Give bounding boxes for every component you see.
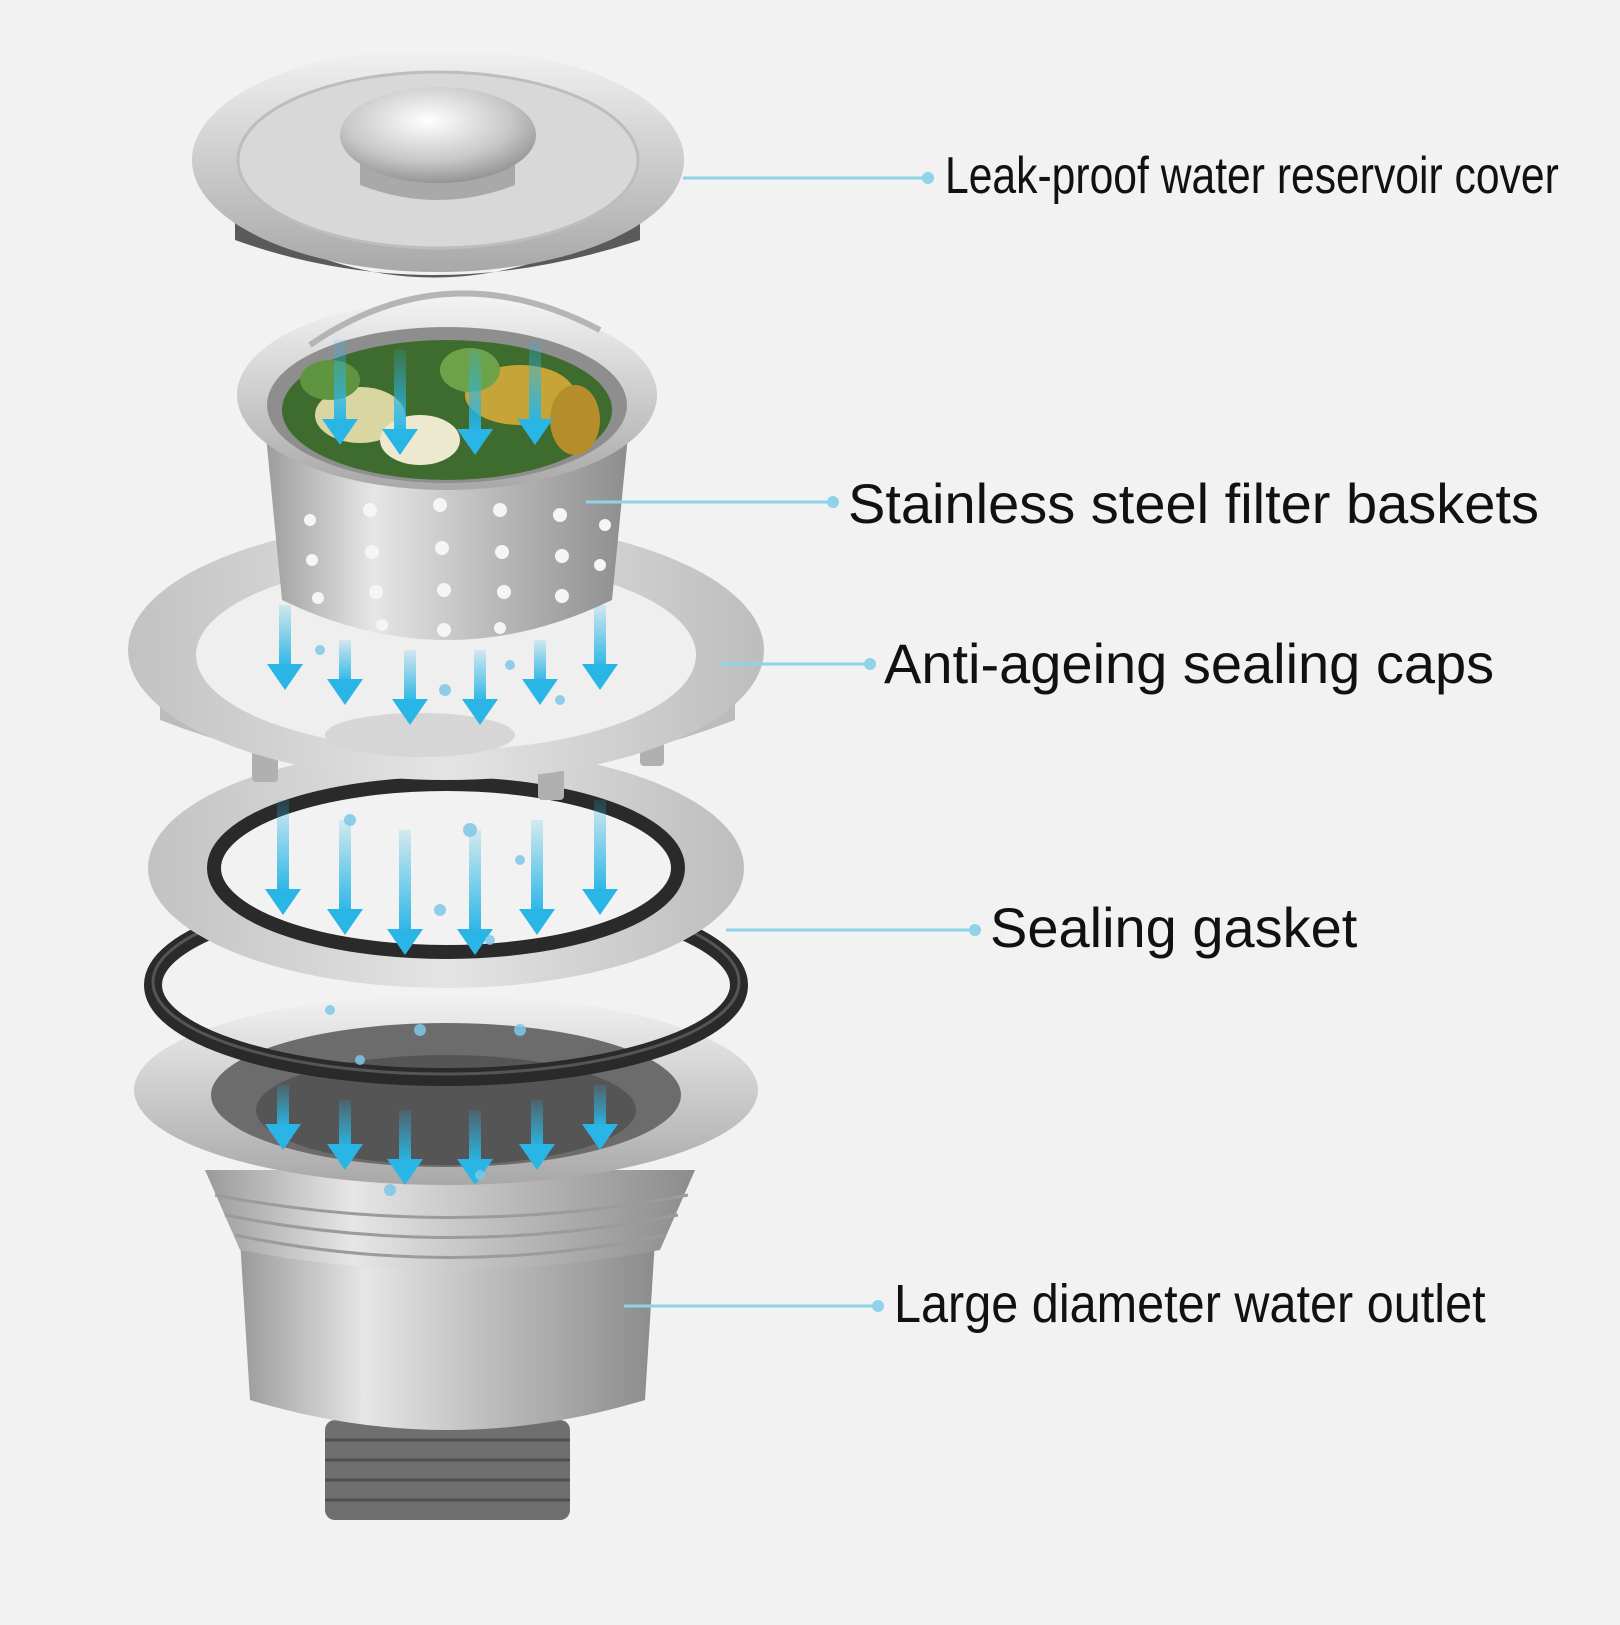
water-flow-arrow-icon	[265, 800, 301, 915]
water-flow-arrows	[265, 340, 618, 1185]
outlet-body	[240, 1240, 655, 1430]
label-gasket: Sealing gasket	[990, 896, 1358, 959]
water-flow-arrow-icon	[582, 800, 618, 915]
callout-dot-icon	[922, 172, 934, 184]
water-flow-arrow-icon	[457, 1110, 493, 1185]
water-flow-arrow-icon	[582, 1085, 618, 1150]
reservoir-cover	[192, 48, 684, 278]
label-outlet: Large diameter water outlet	[894, 1274, 1486, 1334]
water-flow-arrow-icon	[462, 650, 498, 725]
plastic-ring	[148, 748, 744, 988]
food-scraps	[282, 340, 612, 480]
cover-knob	[340, 87, 536, 183]
filter-basket	[237, 290, 657, 640]
water-flow-arrow-icon	[382, 350, 418, 455]
water-flow-arrow-icon	[387, 1110, 423, 1185]
water-flow-arrow-icon	[322, 340, 358, 445]
water-flow-arrow-icon	[582, 605, 618, 690]
label-cap: Anti-ageing sealing caps	[884, 632, 1495, 695]
basket-holes	[304, 498, 611, 637]
basket-handle	[308, 290, 602, 348]
water-flow-arrow-icon	[519, 1100, 555, 1170]
outlet-thread	[325, 1420, 570, 1520]
label-basket: Stainless steel filter baskets	[848, 472, 1539, 535]
outlet-upper-body	[205, 1170, 695, 1270]
callout-dot-icon	[827, 496, 839, 508]
water-flow-arrow-icon	[327, 1100, 363, 1170]
water-flow-arrow-icon	[522, 640, 558, 705]
water-flow-arrow-icon	[327, 820, 363, 935]
label-cover: Leak-proof water reservoir cover	[945, 147, 1559, 205]
water-flow-arrow-icon	[517, 340, 553, 445]
water-flow-arrow-icon	[267, 605, 303, 690]
water-flow-arrow-icon	[519, 820, 555, 935]
outlet-thread-lines	[325, 1438, 570, 1502]
callout-dot-icon	[864, 658, 876, 670]
water-droplets	[315, 645, 565, 1196]
leader-lines	[586, 172, 981, 1312]
water-flow-arrow-icon	[387, 830, 423, 955]
water-flow-arrow-icon	[457, 350, 493, 455]
cap-inner-hole	[325, 713, 515, 757]
water-flow-arrow-icon	[327, 640, 363, 705]
water-flow-arrow-icon	[265, 1085, 301, 1150]
water-flow-arrow-icon	[392, 650, 428, 725]
callout-dot-icon	[872, 1300, 884, 1312]
water-flow-arrow-icon	[457, 830, 493, 955]
callout-dot-icon	[969, 924, 981, 936]
outlet-ribs	[214, 1193, 689, 1259]
